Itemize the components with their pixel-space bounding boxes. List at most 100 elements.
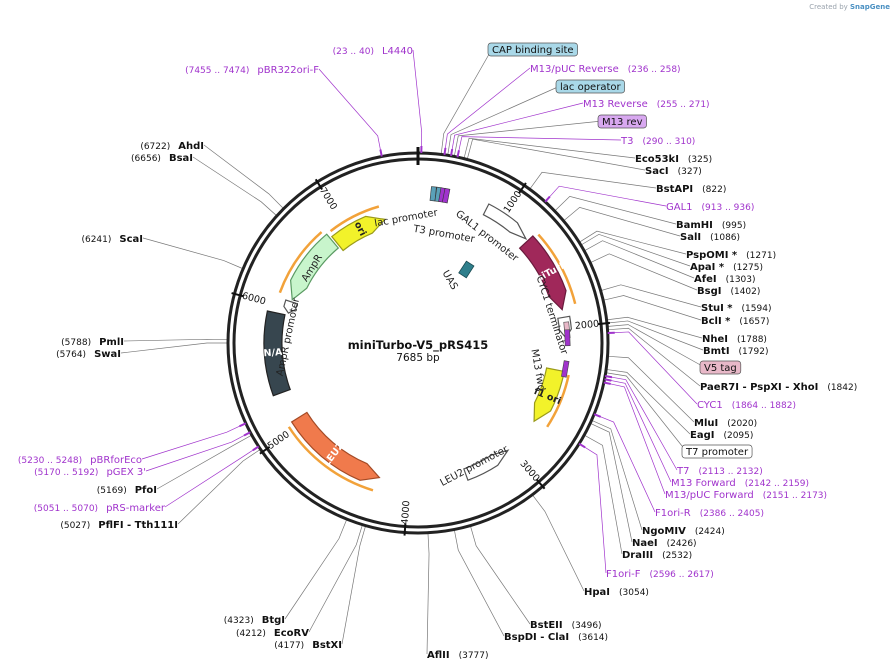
ampr-promoter-feature xyxy=(283,299,298,314)
site-position: (2386 .. 2405) xyxy=(700,509,764,519)
site-name: BamHI xyxy=(676,220,713,231)
site-name: SalI xyxy=(680,232,701,243)
site-label-btgi: BtgI(4323) xyxy=(224,615,285,626)
site-name: BstXI xyxy=(312,640,342,651)
small-element-marker xyxy=(561,360,570,378)
leader-line xyxy=(444,67,531,154)
primer-marker xyxy=(456,150,460,158)
primer-marker xyxy=(450,148,454,157)
site-label-pmli: PmlI(5788) xyxy=(61,337,124,348)
site-label-m13-forward: M13 Forward(2142 .. 2159) xyxy=(671,478,809,489)
leu2-promoter-feature xyxy=(463,449,510,481)
leader-line xyxy=(608,331,698,405)
site-name: BclI * xyxy=(701,316,731,327)
site-position: (1792) xyxy=(739,347,769,357)
primer-marker xyxy=(239,422,247,428)
leader-line xyxy=(590,253,698,291)
site-name: M13 rev xyxy=(602,117,643,128)
site-label-t7: T7(2113 .. 2132) xyxy=(676,466,763,477)
leader-line xyxy=(608,355,695,423)
site-position: (3777) xyxy=(459,651,489,661)
site-label-apai: ApaI *(1275) xyxy=(690,262,763,273)
site-label-stui: StuI *(1594) xyxy=(701,303,771,314)
leader-line xyxy=(594,414,656,513)
site-position: (6656) xyxy=(131,154,161,164)
site-label-f1ori-r: F1ori-R(2386 .. 2405) xyxy=(655,508,764,519)
site-position: (23 .. 40) xyxy=(333,47,374,57)
leader-line xyxy=(584,240,695,279)
leader-line xyxy=(607,316,703,339)
site-position: (327) xyxy=(678,167,702,177)
site-name: EagI xyxy=(690,430,714,441)
primer-marker xyxy=(604,378,612,382)
site-name: PflFI - Tth111I xyxy=(98,520,178,531)
ori-orf-arc xyxy=(329,205,380,233)
site-position: (5027) xyxy=(60,521,90,531)
site-name: NaeI xyxy=(632,538,658,549)
leader-line xyxy=(142,237,243,269)
site-name: CYC1 xyxy=(697,400,723,411)
site-position: (290 .. 310) xyxy=(642,137,695,147)
site-name: BspDI - ClaI xyxy=(504,632,569,643)
site-position: (3496) xyxy=(572,621,602,631)
credit-prefix: Created by xyxy=(809,3,848,11)
feature-text-uas: UAS xyxy=(440,269,460,292)
site-position: (1303) xyxy=(726,275,756,285)
site-label-box xyxy=(555,79,625,94)
tick-label: 5000 xyxy=(266,429,292,452)
site-position: (6722) xyxy=(140,142,170,152)
site-name: pBR322ori-F xyxy=(257,65,319,76)
site-name: NgoMIV xyxy=(642,526,686,537)
primer-marker xyxy=(604,375,613,379)
leader-line xyxy=(601,284,702,308)
site-label-box xyxy=(487,42,578,57)
site-name: BsaI xyxy=(169,153,193,164)
site-label-lac-operator: lac operator xyxy=(555,79,625,94)
site-name: L4440 xyxy=(382,46,413,57)
site-position: (4177) xyxy=(274,641,304,651)
site-name: pGEX 3' xyxy=(106,467,146,478)
site-label-box xyxy=(681,444,753,459)
site-position: (913 .. 936) xyxy=(702,203,755,213)
site-label-t3: T3(290 .. 310) xyxy=(620,136,695,147)
plasmid-size: 7685 bp xyxy=(396,352,440,364)
site-position: (2424) xyxy=(695,527,725,537)
site-name: F1ori-F xyxy=(606,569,641,580)
site-position: (325) xyxy=(688,155,712,165)
leader-line xyxy=(463,137,636,159)
site-label-m13-reverse: M13 Reverse(255 .. 271) xyxy=(583,99,710,110)
site-name: AflII xyxy=(427,650,450,661)
site-name: BtgI xyxy=(262,615,285,626)
site-position: (5230 .. 5248) xyxy=(18,456,82,466)
site-position: (5764) xyxy=(56,350,86,360)
site-name: PspOMI * xyxy=(686,250,738,261)
primer-marker xyxy=(593,413,602,418)
site-position: (5051 .. 5070) xyxy=(34,504,98,514)
site-name: Eco53kI xyxy=(635,154,679,165)
site-name: EcoRV xyxy=(274,628,309,639)
leader-line xyxy=(532,495,585,592)
site-label-bmti: BmtI (1792) xyxy=(703,346,768,357)
leader-line xyxy=(584,435,623,555)
site-label-bcli: BclI *(1657) xyxy=(701,316,769,327)
site-name: BstEII xyxy=(530,620,563,631)
tick-label: 2000 xyxy=(574,318,599,331)
plasmid-name: miniTurbo-V5_pRS415 xyxy=(348,338,489,353)
site-label-ahdi: AhdI(6722) xyxy=(140,141,204,152)
site-label-paer7i-pspxi-xhoi: PaeR7I - PspXI - XhoI(1842) xyxy=(700,382,857,393)
uas-box xyxy=(458,260,475,279)
site-name: T7 xyxy=(676,466,689,477)
site-position: (1271) xyxy=(746,251,776,261)
leader-line xyxy=(123,338,228,342)
site-name: pRS-marker xyxy=(106,503,166,514)
site-name: PaeR7I - PspXI - XhoI xyxy=(700,382,818,393)
leader-line xyxy=(447,85,561,155)
leader-line xyxy=(284,519,347,620)
site-name: MluI xyxy=(694,418,718,429)
site-position: (1086) xyxy=(710,233,740,243)
site-label-bspdi-clai: BspDI - ClaI(3614) xyxy=(504,632,608,643)
site-position: (1594) xyxy=(742,304,772,314)
site-name: BmtI xyxy=(703,346,730,357)
miniturbo-orf-arc xyxy=(537,233,577,305)
